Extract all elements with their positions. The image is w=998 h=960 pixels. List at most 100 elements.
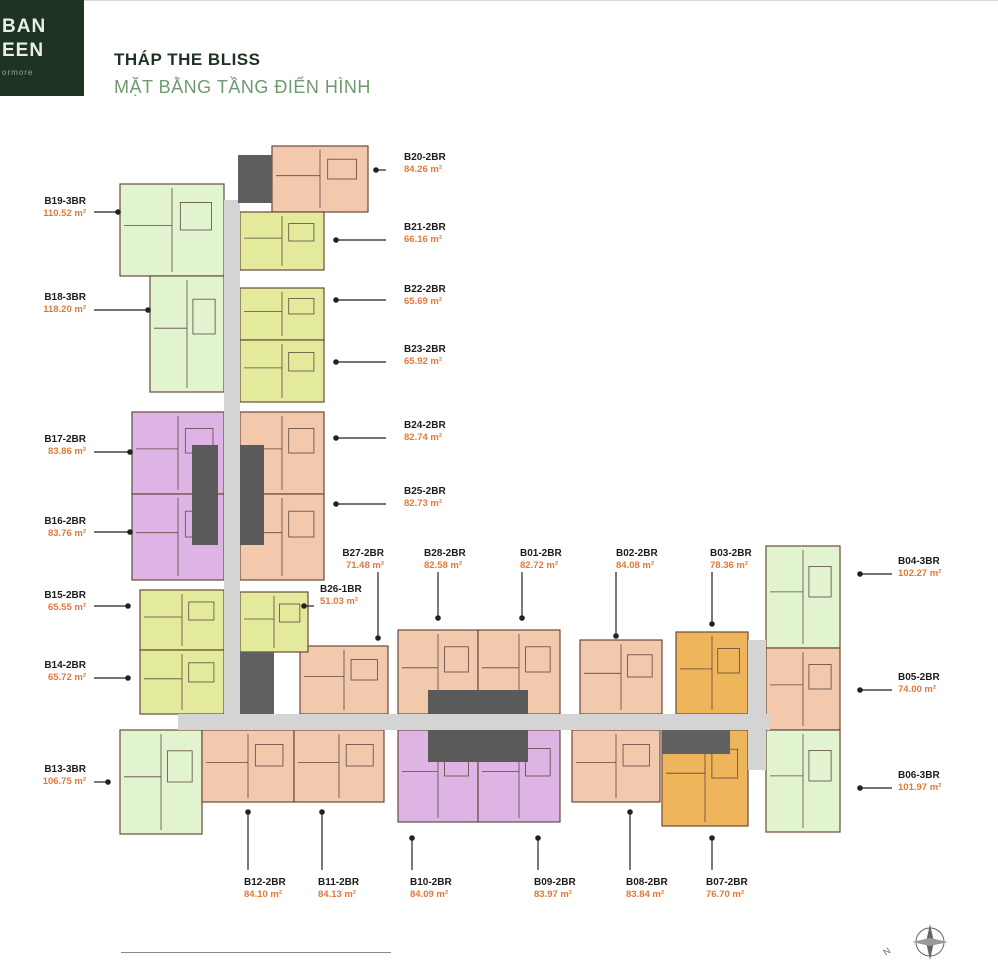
unit-b03-2br[interactable] xyxy=(675,631,749,715)
leader-dot xyxy=(627,809,633,815)
leader-dot xyxy=(333,359,339,365)
leader-dot xyxy=(125,675,131,681)
leader-dot xyxy=(857,687,863,693)
core-west-right xyxy=(240,445,264,545)
unit-b05-2br[interactable] xyxy=(765,647,841,731)
corridor-vertical xyxy=(224,200,240,728)
unit-area-label: 101.97 m² xyxy=(898,782,941,793)
corridors xyxy=(178,200,770,770)
unit-code-label: B04-3BR xyxy=(898,556,940,567)
room-outline xyxy=(254,744,284,767)
room-outline xyxy=(167,750,193,783)
room-outline xyxy=(288,223,315,242)
leader-dot xyxy=(301,603,307,609)
unit-code-label: B06-3BR xyxy=(898,770,940,781)
leader-dot xyxy=(333,297,339,303)
unit-area-label: 83.76 m² xyxy=(48,528,86,539)
leader-dot xyxy=(435,615,441,621)
leader-dot xyxy=(709,835,715,841)
room-outline xyxy=(808,664,832,690)
unit-area-label: 74.00 m² xyxy=(898,684,936,695)
unit-b20-2br[interactable] xyxy=(271,145,369,213)
core-west-left xyxy=(192,445,218,545)
unit-b27-2br[interactable] xyxy=(299,645,389,715)
unit-code-label: B25-2BR xyxy=(404,486,446,497)
unit-b04-3br[interactable] xyxy=(765,545,841,649)
unit-b21-2br[interactable] xyxy=(239,211,325,271)
leader-dot xyxy=(333,501,339,507)
unit-b18-3br[interactable] xyxy=(149,275,225,393)
unit-code-label: B28-2BR xyxy=(424,548,466,559)
unit-area-label: 84.08 m² xyxy=(616,560,654,571)
unit-code-label: B10-2BR xyxy=(410,877,452,888)
room-outline xyxy=(188,662,215,683)
unit-b11-2br[interactable] xyxy=(293,729,385,803)
unit-b06-3br[interactable] xyxy=(765,729,841,833)
corridor-east xyxy=(748,640,766,770)
unit-code-label: B21-2BR xyxy=(404,222,446,233)
unit-code-label: B12-2BR xyxy=(244,877,286,888)
top-border-line xyxy=(84,0,998,1)
unit-code-label: B08-2BR xyxy=(626,877,668,888)
unit-code-label: B13-3BR xyxy=(44,764,86,775)
room-outline xyxy=(717,648,740,674)
room-outline xyxy=(192,298,216,335)
room-outline xyxy=(288,427,315,454)
unit-b15-2br[interactable] xyxy=(139,589,225,651)
unit-area-label: 84.13 m² xyxy=(318,889,356,900)
unit-b08-2br[interactable] xyxy=(571,729,661,803)
leader-dot xyxy=(145,307,151,313)
room-outline xyxy=(179,201,212,231)
unit-b26-1br[interactable] xyxy=(239,591,309,653)
unit-area-label: 82.72 m² xyxy=(520,560,558,571)
unit-b23-2br[interactable] xyxy=(239,339,325,403)
footer-line xyxy=(121,952,391,953)
room-outline xyxy=(288,510,315,538)
room-outline xyxy=(525,748,551,777)
unit-area-label: 84.10 m² xyxy=(244,889,282,900)
unit-code-label: B24-2BR xyxy=(404,420,446,431)
unit-code-label: B02-2BR xyxy=(616,548,658,559)
leader-dot xyxy=(857,785,863,791)
leader-dot xyxy=(519,615,525,621)
unit-code-label: B26-1BR xyxy=(320,584,362,595)
unit-b22-2br[interactable] xyxy=(239,287,325,341)
unit-code-label: B09-2BR xyxy=(534,877,576,888)
core-central-bottom xyxy=(428,730,528,762)
unit-area-label: 65.69 m² xyxy=(404,296,442,307)
logo-line-2: EEN xyxy=(2,40,45,61)
leader-dot xyxy=(613,633,619,639)
unit-area-label: 76.70 m² xyxy=(706,889,744,900)
unit-area-label: 118.20 m² xyxy=(43,304,86,315)
unit-code-label: B05-2BR xyxy=(898,672,940,683)
unit-area-label: 110.52 m² xyxy=(43,208,86,219)
unit-b13-3br[interactable] xyxy=(119,729,203,835)
logo-tagline: ormore xyxy=(2,68,34,77)
unit-area-label: 65.92 m² xyxy=(404,356,442,367)
unit-area-label: 84.09 m² xyxy=(410,889,448,900)
unit-b14-2br[interactable] xyxy=(139,649,225,715)
leader-dot xyxy=(319,809,325,815)
unit-code-label: B27-2BR xyxy=(342,548,384,559)
room-outline xyxy=(350,659,378,681)
leader-dot xyxy=(105,779,111,785)
room-outline xyxy=(345,744,374,767)
corridor-horizontal xyxy=(178,714,770,730)
logo-line-1: BAN xyxy=(2,16,47,37)
unit-area-label: 83.97 m² xyxy=(534,889,572,900)
unit-code-label: B14-2BR xyxy=(44,660,86,671)
leader-dot xyxy=(709,621,715,627)
leader-dot xyxy=(857,571,863,577)
leader-dot xyxy=(115,209,121,215)
page-subtitle: MẶT BẰNG TẦNG ĐIỂN HÌNH xyxy=(114,77,371,97)
unit-b19-3br[interactable] xyxy=(119,183,225,277)
unit-code-label: B22-2BR xyxy=(404,284,446,295)
unit-b02-2br[interactable] xyxy=(579,639,663,715)
unit-area-label: 84.26 m² xyxy=(404,164,442,175)
core-east-stair xyxy=(662,730,730,754)
unit-code-label: B16-2BR xyxy=(44,516,86,527)
unit-b12-2br[interactable] xyxy=(201,729,295,803)
core-north-stair xyxy=(238,155,272,203)
unit-code-label: B01-2BR xyxy=(520,548,562,559)
